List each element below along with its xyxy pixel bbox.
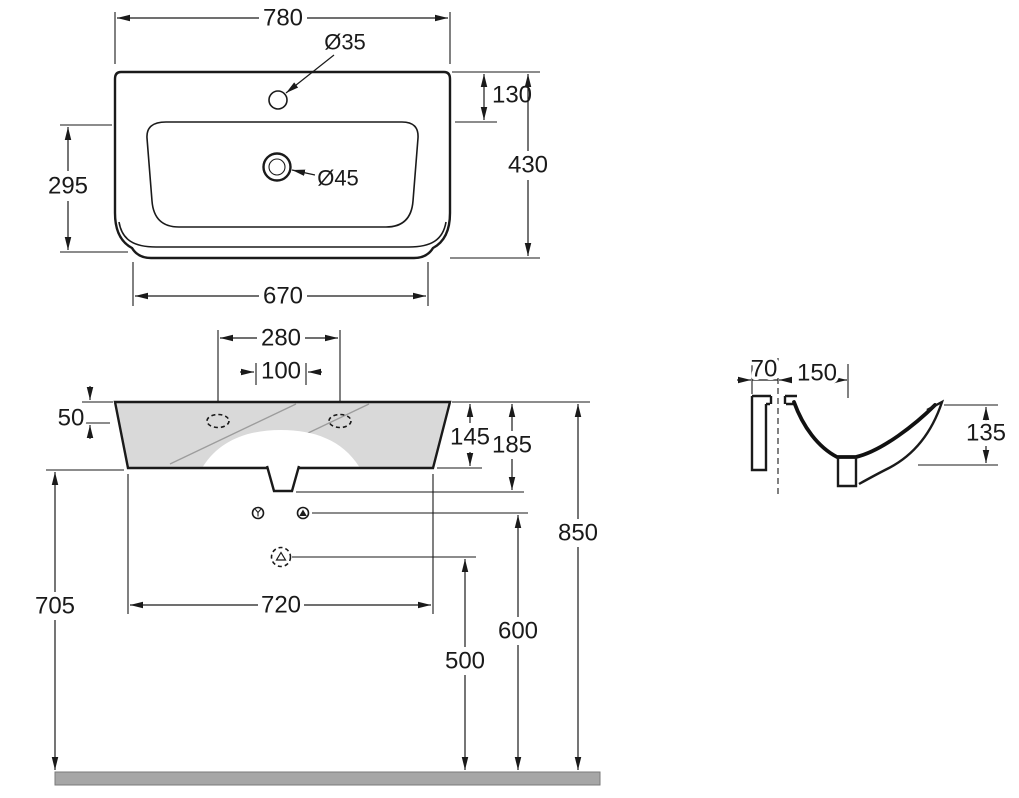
front-view-elevation: 280 100 50 145 185 850 705	[31, 321, 602, 786]
rim-left-profile	[752, 394, 797, 406]
top-view-plan: 780 Ø35 130 430 295 Ø45 670	[44, 1, 551, 313]
dim-height-with-outlet-label: 185	[492, 432, 532, 459]
waste-outlet-hidden	[270, 546, 292, 568]
supply-right-glyph	[299, 509, 307, 516]
side-view-section: 70 150 135	[737, 352, 1010, 497]
dim-bowl-depth-label: 295	[48, 173, 88, 200]
dim-tap-hole-diameter-label: Ø35	[324, 30, 366, 55]
dim-base-width-label: 720	[261, 592, 301, 619]
dim-rim-height-label: 850	[558, 520, 598, 547]
dim-body-height-label: 145	[450, 424, 490, 451]
basin-front-edge-line	[118, 221, 447, 248]
dim-underside-height-label: 705	[35, 593, 75, 620]
tap-hole	[268, 90, 288, 110]
supply-connection-right	[296, 506, 310, 520]
bowl-underside-arch	[203, 430, 359, 467]
dim-bottom-width-label: 670	[263, 283, 303, 310]
dim-tap-spacing-label: 280	[261, 325, 301, 352]
dim-supply-height-label: 600	[498, 618, 538, 645]
basin-outer-outline	[113, 70, 452, 260]
reflection-line	[169, 403, 297, 465]
drain-hole-outer	[262, 152, 292, 182]
tap-hole-left-hidden	[206, 413, 230, 429]
dim-tap-to-front-label: 150	[797, 360, 837, 387]
dim-front-edge-height-label: 135	[966, 420, 1006, 447]
bowl-inner-outline	[146, 121, 419, 228]
leader-line	[291, 169, 316, 176]
front-outer-profile	[858, 399, 945, 486]
drain-spout-outline	[265, 465, 301, 493]
dim-waste-height-label: 500	[445, 648, 485, 675]
dim-overall-width-label: 780	[263, 5, 303, 32]
drain-section	[836, 457, 858, 488]
dim-rim-thickness-label: 50	[58, 405, 85, 432]
leader-line	[285, 54, 335, 94]
drain-spout-fill	[266, 466, 300, 491]
dim-supply-spacing-label: 100	[261, 358, 301, 385]
waste-outlet-glyph	[275, 551, 287, 561]
dim-drain-diameter-label: Ø45	[317, 166, 359, 191]
dim-tap-offset-label: 130	[492, 82, 532, 109]
supply-connection-left	[251, 506, 265, 520]
tap-hole-right-hidden	[328, 413, 352, 429]
supply-left-glyph	[254, 508, 262, 517]
dim-overall-depth-label: 430	[508, 152, 548, 179]
drain-hole-inner	[268, 158, 286, 176]
back-wall-profile	[750, 396, 768, 472]
dim-wall-to-tap-label: 70	[751, 356, 778, 383]
floor-bar	[54, 771, 601, 786]
